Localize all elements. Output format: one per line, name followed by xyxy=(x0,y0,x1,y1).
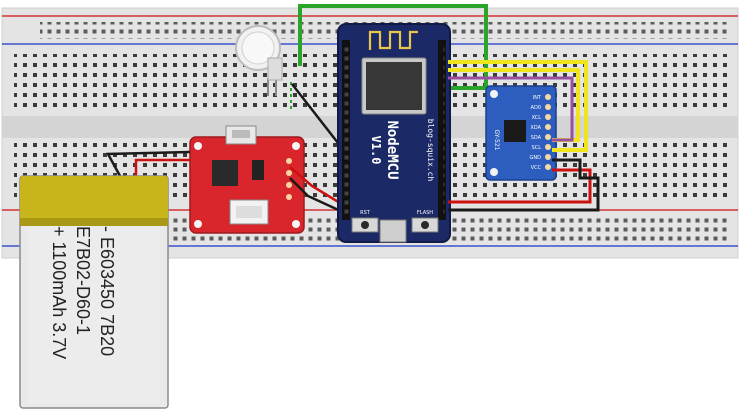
black-wire-gnd xyxy=(448,158,600,212)
right-pin-header xyxy=(438,40,446,220)
imu-pins xyxy=(545,94,551,170)
battery-black-wire xyxy=(105,150,191,177)
nodemcu-board: NodeMCU V1.0 blog-squix.ch RST FLASH xyxy=(337,23,451,243)
imu-model-label: GY-521 xyxy=(493,130,500,151)
imu-pin-label: INT xyxy=(533,95,542,101)
mpu-chip xyxy=(504,120,526,142)
rst-label: RST xyxy=(360,210,371,216)
imu-pin-label: VCC xyxy=(531,165,542,171)
imu-pin-label: XDA xyxy=(530,125,541,131)
wifi-antenna-trace xyxy=(368,30,418,50)
red-wire-vcc xyxy=(448,168,592,204)
imu-pin-label: XCL xyxy=(532,115,542,121)
charger-module xyxy=(189,125,305,234)
buzzer-black-wire xyxy=(291,83,346,153)
imu-pin-label: SCL xyxy=(532,145,542,151)
buzzer xyxy=(235,25,283,96)
battery-label-line-3: + 1100mAh 3.7V xyxy=(49,226,69,360)
yellow-wire-sda xyxy=(448,60,588,152)
battery-top-band xyxy=(20,176,168,222)
flash-label: FLASH xyxy=(417,210,433,216)
left-pin-header xyxy=(342,40,350,220)
nodemcu-version: V1.0 xyxy=(369,136,383,165)
imu-pin-label: GND xyxy=(530,155,542,161)
nodemcu-title: NodeMCU xyxy=(384,120,400,179)
green-wire xyxy=(298,4,488,90)
charger-black-wire xyxy=(289,177,346,215)
imu-module: VCC GND SCL SDA XDA XCL AD0 INT GY-521 xyxy=(485,85,557,181)
purple-wire xyxy=(448,76,574,142)
imu-pin-label: SDA xyxy=(531,135,542,141)
lipo-battery xyxy=(19,175,169,409)
battery-label-line-2: E7B02-D60-1 xyxy=(73,226,93,336)
charger-red-wire xyxy=(289,166,346,208)
imu-pin-label: AD0 xyxy=(531,105,541,111)
battery-label-line-1: - E603450 7B20 xyxy=(97,226,117,357)
charger-chip xyxy=(212,160,238,186)
battery-red-wire xyxy=(134,158,190,176)
nodemcu-website: blog-squix.ch xyxy=(426,119,435,182)
micro-usb-port xyxy=(379,219,407,243)
